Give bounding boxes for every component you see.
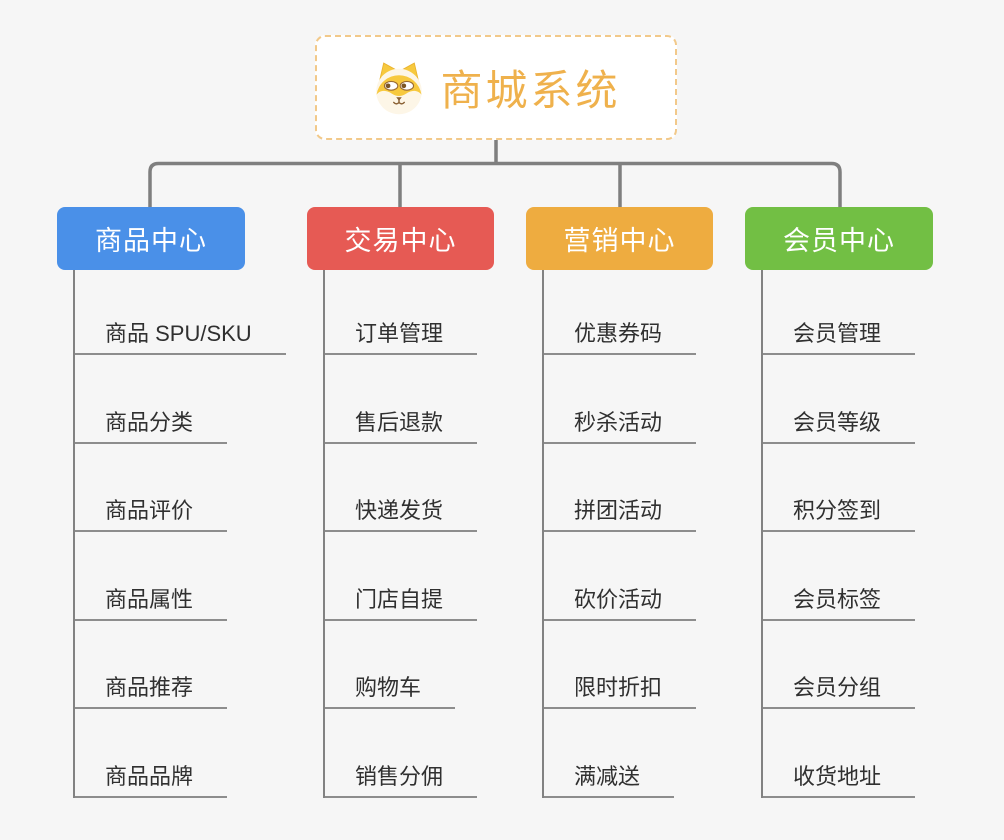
leaf-node[interactable]: 会员标签 <box>763 532 916 621</box>
branch-column-trade: 交易中心 订单管理售后退款快递发货门店自提购物车销售分佣 <box>307 207 494 798</box>
leaf-node[interactable]: 商品推荐 <box>75 621 228 710</box>
leaf-node[interactable]: 门店自提 <box>325 532 478 621</box>
leaf-list: 订单管理售后退款快递发货门店自提购物车销售分佣 <box>323 270 478 798</box>
leaf-node[interactable]: 快递发货 <box>325 444 478 533</box>
leaf-node[interactable]: 购物车 <box>325 621 456 710</box>
leaf-node[interactable]: 商品品牌 <box>75 709 228 798</box>
branch-column-member: 会员中心 会员管理会员等级积分签到会员标签会员分组收货地址 <box>745 207 933 798</box>
leaf-node[interactable]: 订单管理 <box>325 270 478 355</box>
root-node[interactable]: 商城系统 <box>315 35 677 140</box>
branch-node-product[interactable]: 商品中心 <box>57 207 245 270</box>
leaf-node[interactable]: 销售分佣 <box>325 709 478 798</box>
branch-node-marketing[interactable]: 营销中心 <box>526 207 713 270</box>
leaf-node[interactable]: 拼团活动 <box>544 444 697 533</box>
leaf-node[interactable]: 商品属性 <box>75 532 228 621</box>
leaf-node[interactable]: 售后退款 <box>325 355 478 444</box>
dog-face-icon <box>376 61 423 114</box>
leaf-list: 优惠券码秒杀活动拼团活动砍价活动限时折扣满减送 <box>542 270 697 798</box>
branch-node-trade[interactable]: 交易中心 <box>307 207 494 270</box>
leaf-node[interactable]: 砍价活动 <box>544 532 697 621</box>
leaf-node[interactable]: 会员分组 <box>763 621 916 710</box>
leaf-node[interactable]: 会员管理 <box>763 270 916 355</box>
leaf-node[interactable]: 积分签到 <box>763 444 916 533</box>
leaf-node[interactable]: 收货地址 <box>763 709 916 798</box>
leaf-node[interactable]: 会员等级 <box>763 355 916 444</box>
leaf-node[interactable]: 限时折扣 <box>544 621 697 710</box>
leaf-node[interactable]: 秒杀活动 <box>544 355 697 444</box>
branch-column-marketing: 营销中心 优惠券码秒杀活动拼团活动砍价活动限时折扣满减送 <box>526 207 713 798</box>
root-title: 商城系统 <box>440 67 621 114</box>
leaf-node[interactable]: 商品分类 <box>75 355 228 444</box>
leaf-node[interactable]: 商品 SPU/SKU <box>75 270 286 355</box>
leaf-list: 会员管理会员等级积分签到会员标签会员分组收货地址 <box>761 270 916 798</box>
leaf-node[interactable]: 优惠券码 <box>544 270 697 355</box>
leaf-node[interactable]: 商品评价 <box>75 444 228 533</box>
leaf-node[interactable]: 满减送 <box>544 709 675 798</box>
branch-node-member[interactable]: 会员中心 <box>745 207 933 270</box>
